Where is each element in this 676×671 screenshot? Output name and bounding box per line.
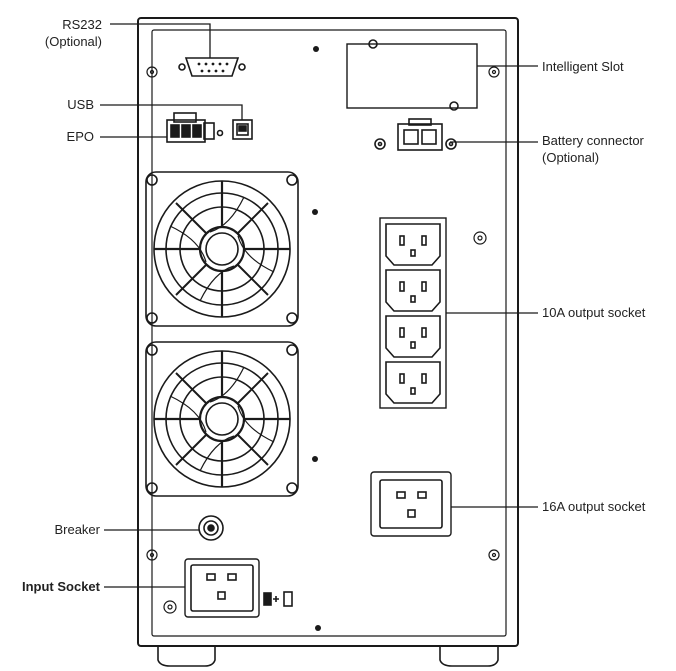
cabinet-outline <box>137 17 519 647</box>
leader-usb <box>100 104 243 120</box>
right-foot <box>439 646 499 667</box>
usb-port <box>232 119 253 140</box>
outlet-10a-1 <box>385 223 441 266</box>
label-rs232-optional: (Optional) <box>44 34 102 49</box>
cooling-fan-bottom <box>145 341 299 497</box>
outlet-10a-3 <box>385 315 441 358</box>
label-battery-connector: Battery connector <box>542 133 644 148</box>
ground-terminal <box>263 591 293 607</box>
label-input-socket: Input Socket <box>21 579 100 594</box>
input-socket <box>184 558 260 618</box>
label-rs232: RS232 <box>62 17 102 32</box>
label-epo: EPO <box>66 129 94 144</box>
breaker-switch <box>198 515 224 541</box>
output-socket-16a <box>370 471 452 537</box>
rs232-port <box>178 57 246 77</box>
label-usb: USB <box>67 97 94 112</box>
epo-terminal <box>166 112 224 143</box>
intelligent-slot <box>346 39 478 111</box>
outlet-10a-4 <box>385 361 441 404</box>
outlet-10a-2 <box>385 269 441 312</box>
left-foot <box>157 646 216 667</box>
output-socket-10a-group <box>379 217 447 409</box>
leader-rs232 <box>110 23 211 58</box>
label-battery-optional: (Optional) <box>542 150 600 165</box>
label-16a-output-socket: 16A output socket <box>542 499 646 514</box>
panel-holes <box>312 46 321 631</box>
cooling-fan-top <box>145 171 299 327</box>
leader-lines <box>100 23 538 588</box>
inner-panel <box>151 29 507 637</box>
battery-connector-port <box>374 118 457 151</box>
label-10a-output-socket: 10A output socket <box>542 305 646 320</box>
label-breaker: Breaker <box>54 522 100 537</box>
panel-screws <box>146 66 500 614</box>
label-intelligent-slot: Intelligent Slot <box>542 59 624 74</box>
